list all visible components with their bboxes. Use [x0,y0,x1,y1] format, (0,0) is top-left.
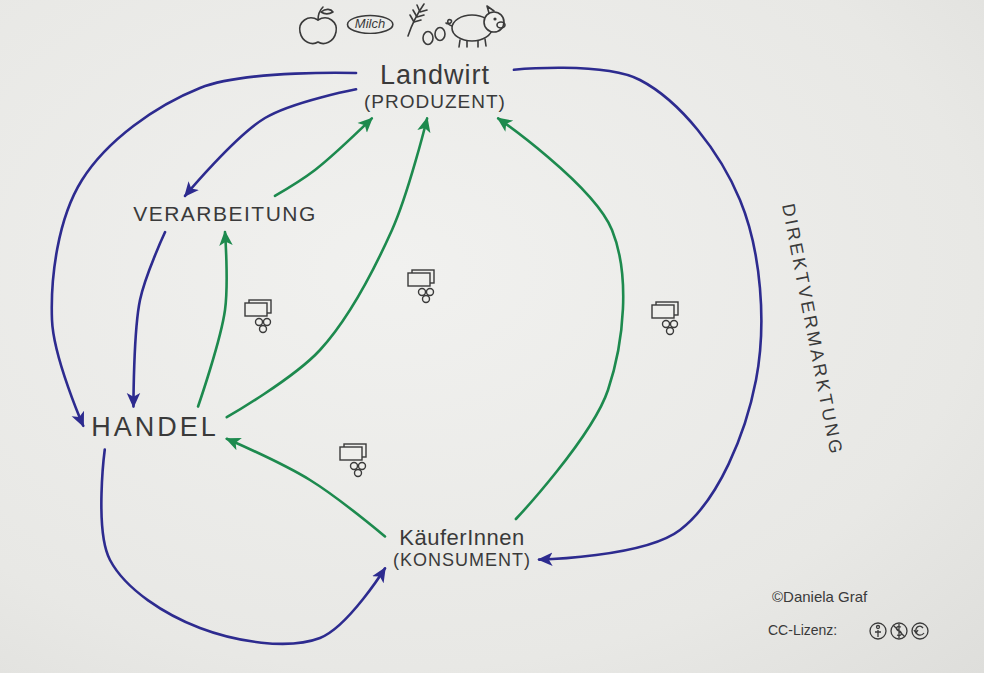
actor-node: KäuferInnen(KONSUMENT) [385,519,539,577]
pig-snout [497,22,505,28]
coin [359,463,366,470]
edge-label: DIREKTVERMARKTUNG [776,199,848,462]
coin [667,328,674,335]
pig-head [484,12,504,32]
actor-node: HANDEL [83,406,227,449]
banknote [408,273,430,286]
license-note: CC-Lizenz: [768,622,837,638]
wheat-ear [410,5,427,22]
goods-flow-arrow [52,73,356,426]
badge-outline [347,15,392,33]
node-text: KäuferInnen [393,525,531,550]
goods-flow-arrow [185,89,356,196]
cc-icon-glyph [914,626,924,635]
wheat-doodle [408,4,427,36]
money-flow-arrow [275,118,372,195]
goods-flow-arrow [101,450,385,644]
coin [260,326,267,333]
banknote [245,303,267,316]
coin [419,289,426,296]
coin [671,321,678,328]
cc-nc-icon [891,623,907,639]
money-flow-arrow [498,118,623,519]
coin [351,463,358,470]
actor-node: VERARBEITUNG [125,196,325,232]
node-text: (PRODUZENT) [364,91,506,113]
pig-doodle [446,6,505,47]
banknote [652,305,674,318]
money-symbol [652,302,678,335]
coin [663,321,670,328]
coin [264,319,271,326]
apple-leaf [321,9,333,14]
copyright-note: ©Daniela Graf [772,588,867,605]
node-text: HANDEL [91,412,219,443]
money-symbol [245,300,271,333]
banknote [340,447,362,460]
coin [423,296,430,303]
money-symbol [408,270,434,303]
pig-eye [494,18,496,20]
node-text: Milch [355,17,385,32]
node-text: VERARBEITUNG [133,202,317,226]
product-badge: Milch [346,14,394,35]
cc-icon-glyph [877,626,880,629]
node-text: Landwirt [364,60,506,91]
apple-body [300,18,337,44]
cc-icon-ring [891,623,907,639]
cc-icon-ring [870,623,886,639]
cc-icon-glyph [893,624,905,638]
egg [435,28,445,41]
money-flow-arrow [227,118,427,417]
cc-sa-icon [912,623,928,639]
money-flow-arrow [227,439,385,537]
coin [427,289,434,296]
node-text: (KONSUMENT) [393,550,531,571]
pig-legs [459,39,486,47]
money-flow-arrow [198,232,227,406]
coin [355,470,362,477]
apple-doodle [300,7,337,44]
pig-tail [446,20,452,26]
coin [256,319,263,326]
egg [423,32,433,45]
eggs-doodle [423,28,445,45]
actor-node: Landwirt(PRODUZENT) [356,54,514,119]
money-symbol [340,444,366,477]
cc-icon-ring [912,623,928,639]
goods-flow-arrow [133,232,165,406]
cc-by-icon [870,623,886,639]
direct-marketing-arrow [514,68,761,560]
cc-icon-glyph [875,630,881,637]
pig-ear [487,6,494,13]
